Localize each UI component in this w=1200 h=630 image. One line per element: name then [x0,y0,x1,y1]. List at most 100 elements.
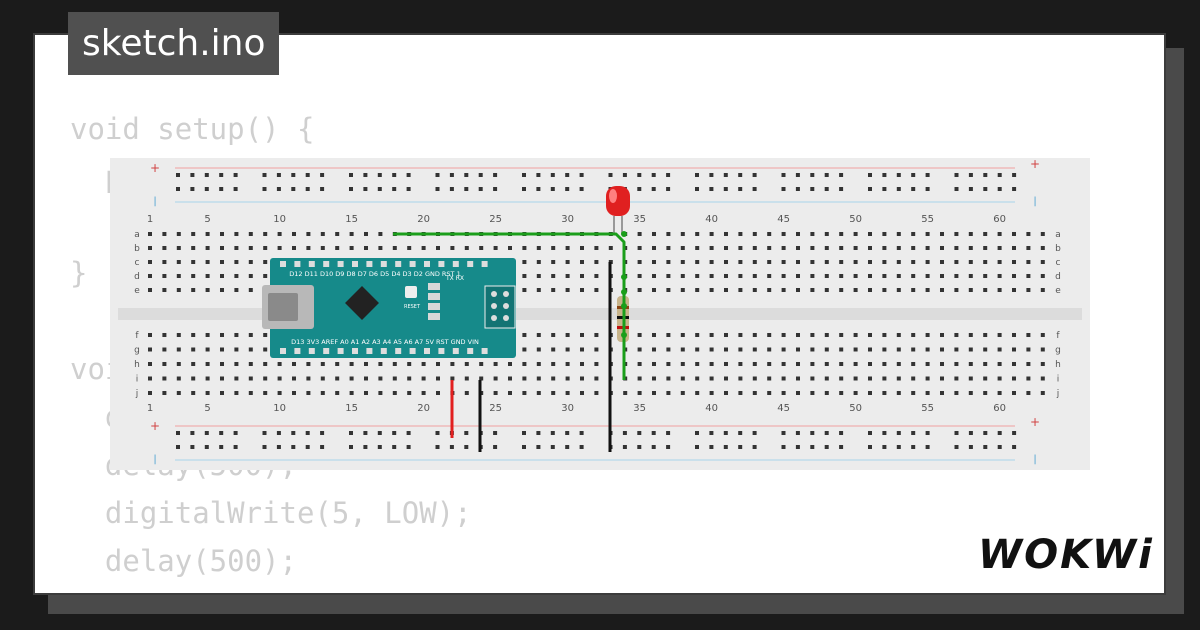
rail-hole [406,173,411,177]
hole [968,347,973,352]
rail-hole [305,173,310,177]
hole [666,274,671,278]
hole [896,333,901,337]
hole [421,391,426,395]
hole [724,246,728,250]
rail-hole [377,431,382,435]
hole [911,333,916,337]
rail-hole [176,173,180,177]
hole [695,333,700,337]
hole [407,362,412,366]
hole [1026,362,1031,366]
hole [205,288,210,292]
hole [292,232,296,236]
rail-hole [695,445,699,449]
hole [738,376,743,381]
hole [479,376,484,381]
hole [191,274,196,278]
rail-hole [406,445,411,449]
hole [277,391,282,395]
hole [666,232,671,236]
hole [882,347,887,352]
row-label: c [135,258,140,268]
reset-label: RESET [404,304,421,310]
row-label: f [135,331,139,341]
hole [508,246,512,250]
hole [882,391,887,395]
rail-hole [795,445,800,449]
hole [853,232,858,236]
hole [925,347,930,352]
filename-tab[interactable]: sketch.ino [68,12,280,75]
rail-hole [536,445,541,449]
row-label: e [134,286,140,296]
hole [234,246,239,250]
hole [997,260,1002,264]
hole [954,260,959,264]
hole [853,391,858,395]
hole [349,232,354,236]
hole [320,246,325,250]
hole [1040,260,1045,264]
rail-hole [810,173,815,177]
header-pin-bottom [323,348,330,354]
hole [1040,246,1045,250]
rail-hole [478,187,483,191]
hole [810,362,815,366]
hole [364,362,368,366]
hole [565,391,570,395]
hole [925,333,930,337]
hole [896,246,901,250]
hole [594,246,599,250]
rail-hole [997,431,1002,435]
hole [824,347,829,352]
hole [839,232,844,236]
hole [868,274,872,278]
rail-hole [406,431,411,435]
hole [637,288,642,292]
rail-hole [896,173,901,177]
column-label: 5 [204,214,210,225]
hole [680,333,685,337]
hole [176,362,181,366]
hole [738,274,743,278]
rail-hole [435,187,440,191]
hole [853,347,858,352]
hole [1012,260,1016,264]
hole [536,260,541,264]
hole [796,246,800,250]
header-pin-top [438,261,445,267]
header-pin-top [452,261,459,267]
rail-hole [911,431,916,435]
rail-hole [637,445,642,449]
hole [248,260,253,264]
hole [637,274,642,278]
hole [1026,246,1031,250]
hole [191,391,196,395]
rail-hole [983,445,988,449]
rail-hole [954,173,959,177]
row-label: h [134,360,140,370]
rail-hole [392,173,397,177]
hole [666,333,671,337]
hole [248,274,253,278]
hole [306,232,311,236]
rail-hole [882,187,887,191]
header-pin-top [467,261,474,267]
rail-hole [363,173,368,177]
hole [882,376,887,381]
hole [954,391,959,395]
hole [565,274,570,278]
hole [767,274,772,278]
breadboard[interactable]: ++||++||11551010151520202525303035354040… [110,158,1090,470]
hole [680,288,685,292]
rail-hole [406,187,411,191]
hole [1026,333,1031,337]
rail-hole [666,445,671,449]
hole [148,232,152,236]
hole [796,362,800,366]
hole [536,274,541,278]
rail-hole [1012,431,1017,435]
hole [781,333,786,337]
rail-hole [824,445,829,449]
